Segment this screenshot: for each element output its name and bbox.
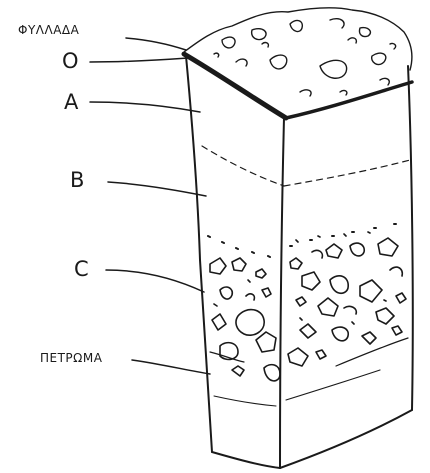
label-b-horizon: B <box>70 170 84 191</box>
label-a-horizon: A <box>64 92 78 113</box>
label-c-horizon: C <box>74 259 89 280</box>
label-leader-lines <box>90 38 210 374</box>
a-b-boundary <box>202 146 284 186</box>
a-b-boundary-side <box>284 160 410 186</box>
label-leaves: ΦΥΛΛΑΔΑ <box>18 24 79 36</box>
label-bedrock: ΠΕΤΡΩΜΑ <box>40 352 102 364</box>
leaf-litter-top <box>184 8 412 96</box>
c-horizon-rocks-side <box>288 232 406 366</box>
c-rock-boundary <box>210 352 244 362</box>
b-c-boundary <box>208 224 396 257</box>
label-o-horizon: O <box>62 51 79 72</box>
c-horizon-rocks-front <box>210 258 280 381</box>
o-horizon-band-edge <box>286 82 412 118</box>
soil-block-outline <box>186 56 413 468</box>
